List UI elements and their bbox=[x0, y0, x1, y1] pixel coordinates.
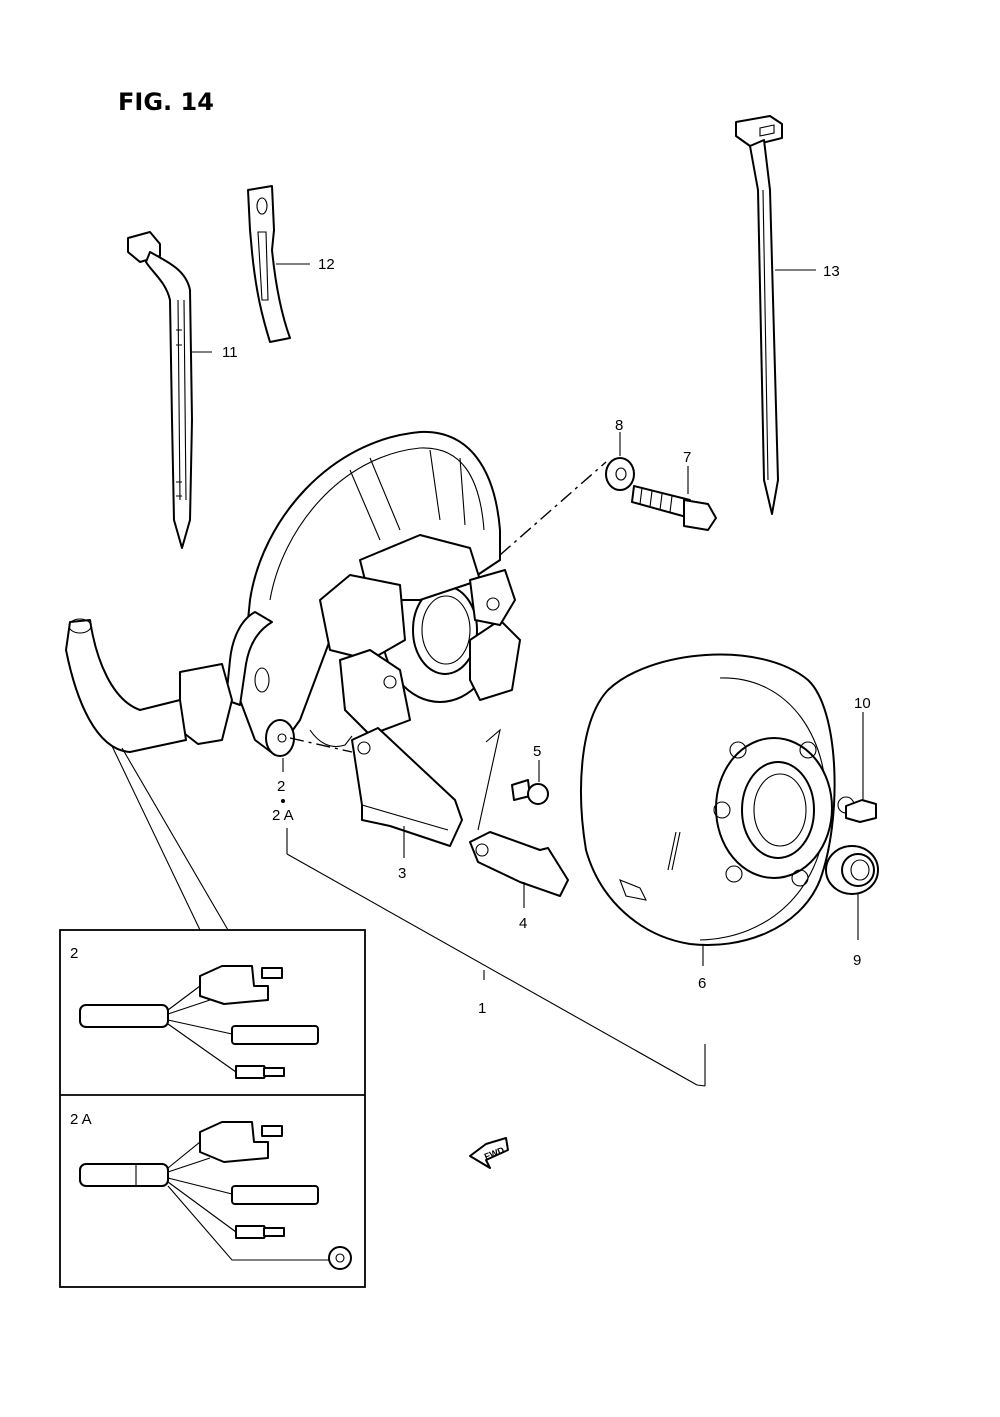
stator-assembly bbox=[65, 430, 521, 757]
callout-12: 12 bbox=[318, 256, 335, 273]
dashed-leader bbox=[499, 461, 607, 556]
callout-2a: 2 A bbox=[272, 807, 294, 824]
callout-5: 5 bbox=[533, 743, 541, 760]
callout-6: 6 bbox=[698, 975, 706, 992]
harness-connector-2 bbox=[79, 965, 319, 1079]
cable-tie-part-11 bbox=[127, 231, 193, 549]
fwd-direction-arrow bbox=[469, 1137, 509, 1169]
callout-8: 8 bbox=[615, 417, 623, 434]
inset-label-2: 2 bbox=[70, 945, 78, 962]
callout-dot bbox=[281, 799, 285, 803]
callout-10: 10 bbox=[854, 695, 871, 712]
rotor-part-6 bbox=[580, 653, 855, 946]
assembly-bracket-part-1 bbox=[286, 828, 706, 1087]
screw-part-5 bbox=[511, 779, 549, 805]
figure-title: FIG. 14 bbox=[118, 88, 214, 116]
washer-part-8 bbox=[605, 457, 635, 491]
callout-7: 7 bbox=[683, 449, 691, 466]
callout-1: 1 bbox=[478, 1000, 486, 1017]
inset-label-2a: 2 A bbox=[70, 1111, 92, 1128]
nut-part-9 bbox=[825, 845, 879, 895]
inset-pointer-right bbox=[121, 747, 229, 931]
callout-11: 11 bbox=[222, 344, 238, 361]
cable-tie-part-13 bbox=[735, 115, 783, 515]
callout-4: 4 bbox=[519, 915, 527, 932]
leader-bracket-4 bbox=[477, 728, 501, 831]
bolt-part-7 bbox=[631, 485, 717, 531]
dashed-leader bbox=[289, 737, 353, 753]
callout-13: 13 bbox=[823, 263, 840, 280]
callout-9: 9 bbox=[853, 952, 861, 969]
pickup-coil-part-3 bbox=[351, 727, 463, 847]
strap-part-12 bbox=[247, 185, 291, 343]
callout-3: 3 bbox=[398, 865, 406, 882]
bracket-part-4 bbox=[469, 831, 569, 897]
harness-connector-2a bbox=[79, 1121, 352, 1270]
key-part-10 bbox=[845, 799, 877, 823]
inset-pointer-left bbox=[111, 745, 201, 931]
callout-2: 2 bbox=[277, 778, 285, 795]
